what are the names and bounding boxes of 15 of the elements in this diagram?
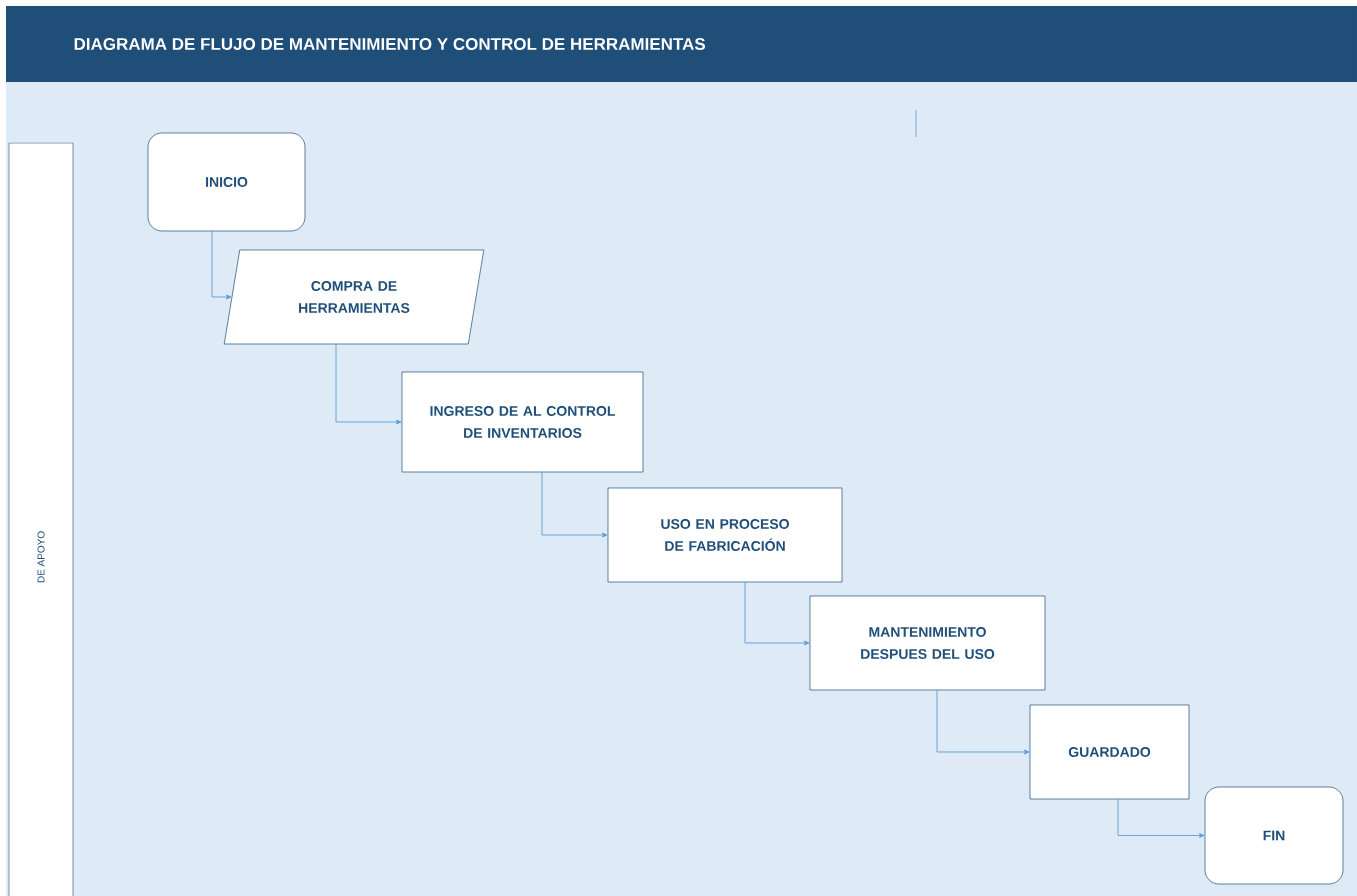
connector-arrow <box>1117 798 1205 838</box>
process-box: USO EN PROCESO DE FABRICACIÓN <box>607 487 843 583</box>
input-parallelogram: COMPRA DE HERRAMIENTAS <box>223 249 485 345</box>
title-bar: DIAGRAMA DE FLUJO DE MANTENIMIENTO Y CONTROL DE HERRAMIENTAS <box>6 6 1357 82</box>
process-box: INGRESO DE AL CONTROL DE INVENTARIOS <box>401 371 644 473</box>
connector-arrow <box>541 471 608 538</box>
start-box: INICIO <box>147 132 306 232</box>
lane-band: DE APOYO <box>8 142 74 896</box>
connector-arrow <box>211 230 232 300</box>
process-box: GUARDADO <box>1029 704 1190 800</box>
connector-arrow <box>744 581 810 646</box>
end-box: FIN <box>1204 786 1344 885</box>
connector-arrow <box>335 343 402 425</box>
connector-arrow <box>936 689 1030 755</box>
process-box: MANTENIMIENTO DESPUES DEL USO <box>809 595 1046 691</box>
